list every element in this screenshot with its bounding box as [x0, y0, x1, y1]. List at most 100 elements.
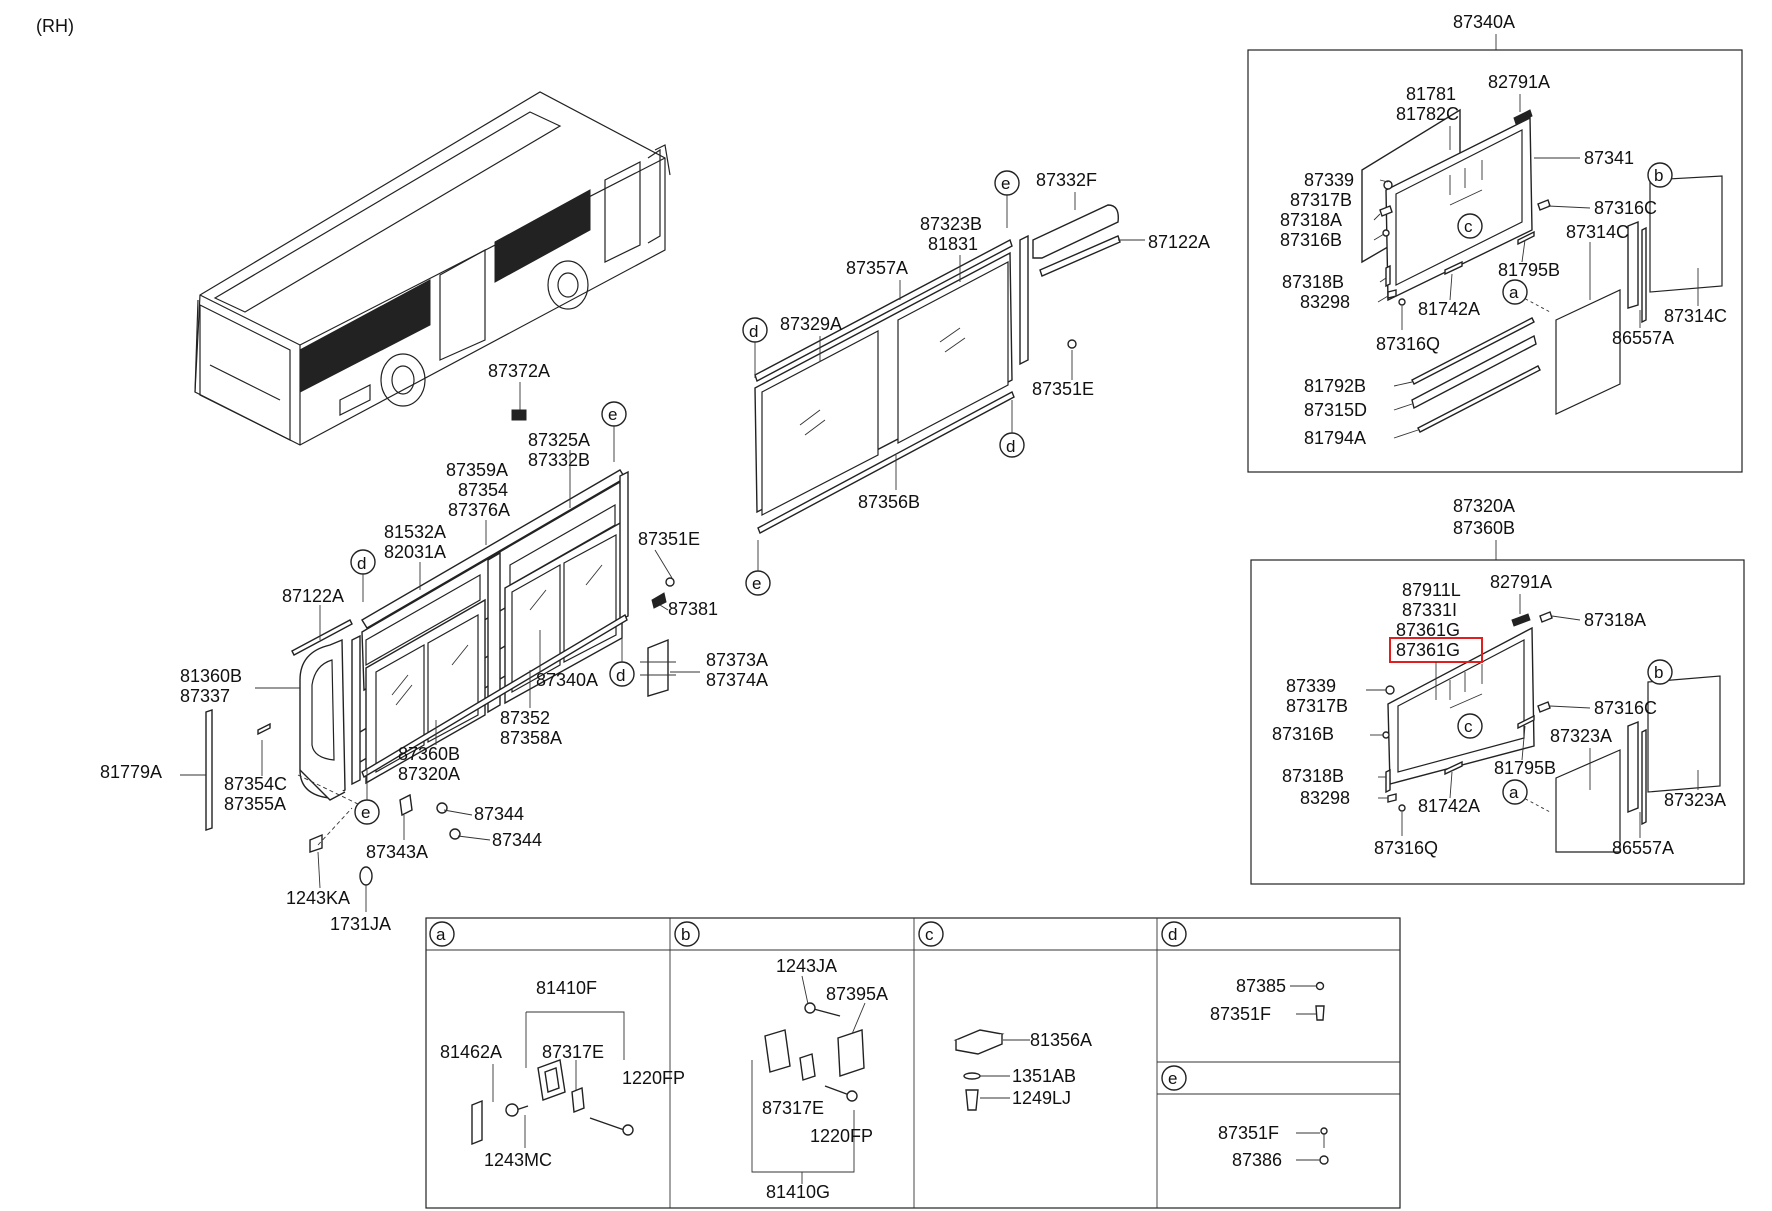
legend-e-87386: 87386 — [1232, 1150, 1282, 1170]
legend-header-e — [1161, 1065, 1187, 1091]
label-87316C-bot: 87316C — [1594, 698, 1657, 718]
legend-header-b — [674, 921, 700, 947]
label-87320A-mid: 87320A — [398, 764, 460, 784]
label-81792B: 81792B — [1304, 376, 1366, 396]
legend-c-1249LJ: 1249LJ — [1012, 1088, 1071, 1108]
callout-a-bottom — [1502, 779, 1528, 805]
label-87361G-a: 87361G — [1396, 620, 1460, 640]
label-87360B-mid: 87360B — [398, 744, 460, 764]
label-81831: 81831 — [928, 234, 978, 254]
legend-e-87351F: 87351F — [1218, 1123, 1279, 1143]
legend-b-87317E: 87317E — [762, 1098, 824, 1118]
label-87316B-top: 87316B — [1280, 230, 1342, 250]
svg-text:b: b — [1654, 663, 1663, 682]
bus-illustration — [194, 91, 671, 446]
label-87340A-mid: 87340A — [536, 670, 598, 690]
label-81742A-top: 81742A — [1418, 299, 1480, 319]
svg-text:d: d — [1006, 437, 1015, 456]
label-87317B-top: 87317B — [1290, 190, 1352, 210]
label-87317B-bot: 87317B — [1286, 696, 1348, 716]
svg-text:e: e — [752, 574, 761, 593]
legend-b-87395A: 87395A — [826, 984, 888, 1004]
label-87373A: 87373A — [706, 650, 768, 670]
label-87323B: 87323B — [920, 214, 982, 234]
center-window-assembly — [754, 204, 1121, 534]
callout-b-top — [1647, 162, 1673, 188]
label-87318A-bot: 87318A — [1584, 610, 1646, 630]
svg-text:e: e — [608, 405, 617, 424]
side-indicator-label: (RH) — [36, 16, 74, 36]
label-87314C-a: 87314C — [1566, 222, 1629, 242]
svg-text:d: d — [357, 554, 366, 573]
legend-a-81410F: 81410F — [536, 978, 597, 998]
label-82791A-bot: 82791A — [1490, 572, 1552, 592]
svg-text:e: e — [361, 803, 370, 822]
label-87343A: 87343A — [366, 842, 428, 862]
detail-box-87320A — [1250, 559, 1745, 885]
label-87354C: 87354C — [224, 774, 287, 794]
label-81782C: 81782C — [1396, 104, 1459, 124]
svg-text:a: a — [1509, 283, 1519, 302]
label-87344-a: 87344 — [474, 804, 524, 824]
label-87314C-b: 87314C — [1664, 306, 1727, 326]
legend-cell-d — [1290, 981, 1325, 1021]
label-87351E-top: 87351E — [1032, 379, 1094, 399]
svg-text:e: e — [1001, 174, 1010, 193]
label-87372A: 87372A — [488, 361, 550, 381]
svg-text:c: c — [1464, 217, 1473, 236]
svg-text:b: b — [1654, 166, 1663, 185]
svg-text:a: a — [436, 925, 446, 944]
legend-cell-b — [751, 975, 866, 1184]
svg-text:c: c — [925, 925, 934, 944]
label-87340A-box: 87340A — [1453, 12, 1515, 32]
label-87331I: 87331I — [1402, 600, 1457, 620]
legend-headers: a b c d e — [429, 921, 1187, 1091]
label-87316Q-top: 87316Q — [1376, 334, 1440, 354]
detail-87340A-callouts: c b a — [1457, 162, 1673, 305]
label-87332B: 87332B — [528, 450, 590, 470]
label-87122A-top: 87122A — [1148, 232, 1210, 252]
label-81532A: 81532A — [384, 522, 446, 542]
label-83298-top: 83298 — [1300, 292, 1350, 312]
label-87316Q-bot: 87316Q — [1374, 838, 1438, 858]
label-87374A: 87374A — [706, 670, 768, 690]
label-87316C-top: 87316C — [1594, 198, 1657, 218]
label-87352: 87352 — [500, 708, 550, 728]
label-87332F: 87332F — [1036, 170, 1097, 190]
label-87356B: 87356B — [858, 492, 920, 512]
label-81795B-bot: 81795B — [1494, 758, 1556, 778]
label-87376A: 87376A — [448, 500, 510, 520]
svg-text:d: d — [1168, 925, 1177, 944]
label-83298-bot: 83298 — [1300, 788, 1350, 808]
callout-c-top — [1457, 213, 1483, 239]
left-window-assembly — [205, 469, 676, 886]
label-86557A-bot: 86557A — [1612, 838, 1674, 858]
callout-b-bottom — [1647, 659, 1673, 685]
label-82031A: 82031A — [384, 542, 446, 562]
label-81779A: 81779A — [100, 762, 162, 782]
callout-c-bottom — [1457, 713, 1483, 739]
label-87339-top: 87339 — [1304, 170, 1354, 190]
label-86557A-top: 86557A — [1612, 328, 1674, 348]
legend-cell-a — [471, 1011, 634, 1148]
legend-d-87385: 87385 — [1236, 976, 1286, 996]
legend-a-81462A: 81462A — [440, 1042, 502, 1062]
label-87316B-bot: 87316B — [1272, 724, 1334, 744]
detail-87320A-parts — [1382, 611, 1721, 853]
label-87318A-top: 87318A — [1280, 210, 1342, 230]
label-1243KA: 1243KA — [286, 888, 350, 908]
label-87337: 87337 — [180, 686, 230, 706]
label-87323A-a: 87323A — [1550, 726, 1612, 746]
label-87361G-b: 87361G — [1396, 640, 1460, 660]
label-87351E-left: 87351E — [638, 529, 700, 549]
detail-87340A-leaders — [1373, 94, 1699, 439]
label-87360B-box: 87360B — [1453, 518, 1515, 538]
legend-d-87351F: 87351F — [1210, 1004, 1271, 1024]
label-87341: 87341 — [1584, 148, 1634, 168]
callout-a-top — [1502, 279, 1528, 305]
detail-legend-table — [425, 917, 1401, 1209]
label-81781: 81781 — [1406, 84, 1456, 104]
label-87359A: 87359A — [446, 460, 508, 480]
legend-b-1243JA: 1243JA — [776, 956, 837, 976]
